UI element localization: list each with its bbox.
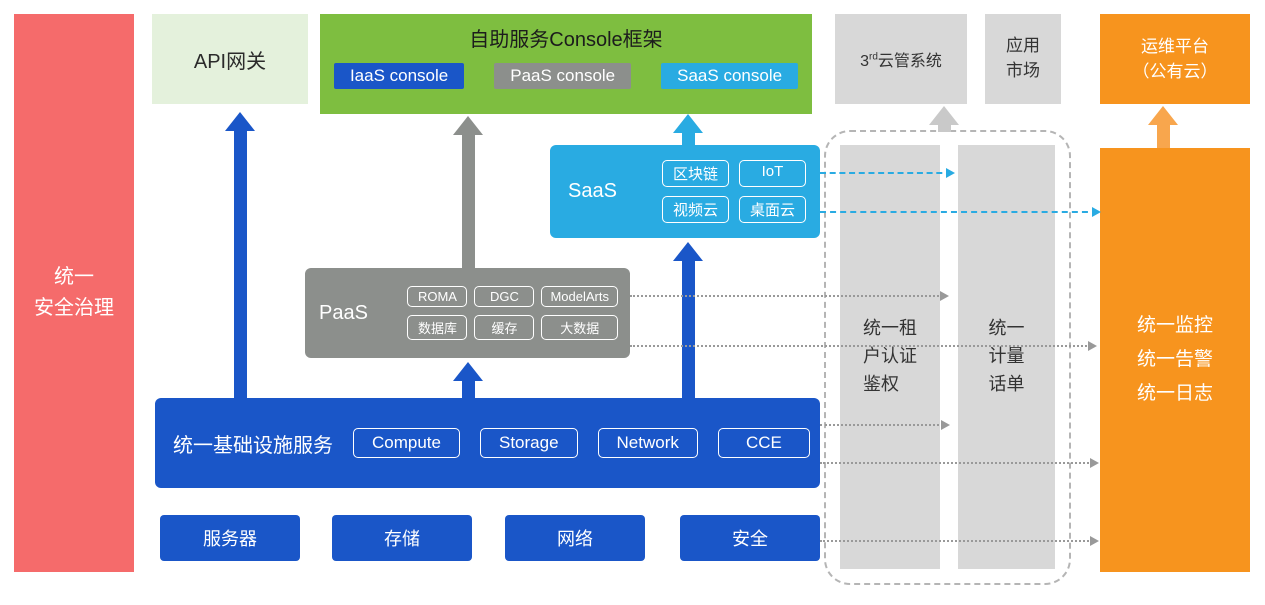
api-gateway-label: API网关	[193, 50, 267, 73]
arrow-shaft	[461, 381, 475, 398]
connector-saas-to-monitor	[820, 207, 1101, 217]
saas-chips: 区块链 IoT 视频云 桌面云	[661, 160, 806, 223]
arrow-paas-to-console	[453, 116, 483, 268]
paas-label: PaaS	[319, 301, 368, 324]
api-gateway-box: API网关	[152, 14, 308, 104]
metering-billing-label: 统一 计量 话单	[988, 318, 1025, 394]
arrow-head	[673, 114, 703, 133]
connector-hardware-to-monitor	[820, 536, 1099, 546]
arrow-head	[673, 242, 703, 261]
tenant-auth-label: 统一租 户认证 鉴权	[863, 318, 917, 394]
saas-chip-desktop-cloud: 桌面云	[738, 196, 806, 223]
arrow-infra-to-saas	[673, 242, 703, 398]
saas-box: SaaS 区块链 IoT 视频云 桌面云	[550, 145, 820, 238]
tenant-auth-bar: 统一租 户认证 鉴权	[840, 145, 940, 569]
paas-chip-cache: 缓存	[474, 315, 535, 340]
paas-chip-database: 数据库	[407, 315, 468, 340]
connector-infra-to-monitor	[820, 458, 1099, 468]
paas-chips: ROMA DGC ModelArts 数据库 缓存 大数据	[407, 286, 618, 340]
connector-infra-to-billing	[820, 420, 950, 430]
saas-chip-iot: IoT	[738, 160, 806, 187]
arrow-shaft	[233, 131, 247, 398]
hardware-server-box: 服务器	[160, 515, 300, 561]
arrow-shaft	[937, 125, 951, 132]
arrow-saas-to-console	[673, 114, 703, 145]
app-market-label: 应用 市场	[1006, 36, 1040, 80]
paas-console-button: PaaS console	[494, 63, 632, 89]
infra-chip-network: Network	[597, 428, 698, 458]
arrow-infra-to-paas	[453, 362, 483, 398]
paas-chip-bigdata: 大数据	[541, 315, 618, 340]
third-party-prefix: 3	[860, 53, 869, 70]
arrow-shaft	[681, 261, 695, 398]
paas-box: PaaS ROMA DGC ModelArts 数据库 缓存 大数据	[305, 268, 630, 358]
console-frame-title: 自助服务Console框架	[469, 29, 663, 51]
infra-chip-compute: Compute	[353, 428, 460, 458]
arrow-shaft	[461, 135, 475, 268]
third-party-sup: rd	[868, 51, 878, 63]
metering-billing-bar: 统一 计量 话单	[958, 145, 1055, 569]
iaas-console-button: IaaS console	[333, 63, 465, 89]
infra-chip-cce: CCE	[717, 428, 810, 458]
paas-chip-dgc: DGC	[474, 286, 535, 307]
third-party-cloud-box: 3rd云管系统	[835, 14, 967, 104]
console-buttons: IaaS console PaaS console SaaS console	[333, 63, 799, 89]
security-governance-label: 统一 安全治理	[34, 266, 114, 319]
infrastructure-chips: Compute Storage Network CCE	[353, 428, 810, 458]
app-market-box: 应用 市场	[985, 14, 1061, 104]
third-party-suffix: 云管系统	[877, 53, 942, 70]
saas-label: SaaS	[568, 180, 617, 202]
connector-saas-to-auth	[820, 168, 955, 178]
saas-chip-blockchain: 区块链	[661, 160, 729, 187]
ops-platform-label: 运维平台 （公有云）	[1132, 36, 1218, 82]
hardware-storage-box: 存储	[332, 515, 472, 561]
connector-paas-to-monitor	[630, 341, 1097, 351]
hardware-network-box: 网络	[505, 515, 645, 561]
arrow-shaft	[681, 133, 695, 145]
arrow-group-to-third-party	[929, 106, 959, 132]
paas-chip-roma: ROMA	[407, 286, 468, 307]
ops-platform-box: 运维平台 （公有云）	[1100, 14, 1250, 104]
infra-chip-storage: Storage	[479, 428, 578, 458]
arrow-shaft	[1156, 125, 1170, 148]
saas-console-button: SaaS console	[661, 63, 799, 89]
infrastructure-box: 统一基础设施服务 Compute Storage Network CCE	[155, 398, 820, 488]
security-governance-bar: 统一 安全治理	[14, 14, 134, 572]
connector-paas-to-auth	[630, 291, 949, 301]
arrow-infra-to-api-gateway	[225, 112, 255, 398]
monitoring-bar: 统一监控 统一告警 统一日志	[1100, 148, 1250, 572]
infrastructure-label: 统一基础设施服务	[173, 434, 333, 457]
arrow-head	[453, 116, 483, 135]
paas-chip-modelarts: ModelArts	[541, 286, 618, 307]
saas-chip-video-cloud: 视频云	[661, 196, 729, 223]
arrow-head	[225, 112, 255, 131]
arrow-monitor-to-ops	[1148, 106, 1178, 148]
arrow-head	[929, 106, 959, 125]
arrow-head	[1148, 106, 1178, 125]
arrow-head	[453, 362, 483, 381]
console-frame: 自助服务Console框架 IaaS console PaaS console …	[320, 14, 812, 114]
third-party-cloud-label: 3rd云管系统	[860, 47, 942, 71]
monitoring-label: 统一监控 统一告警 统一日志	[1136, 314, 1213, 405]
hardware-security-box: 安全	[680, 515, 820, 561]
